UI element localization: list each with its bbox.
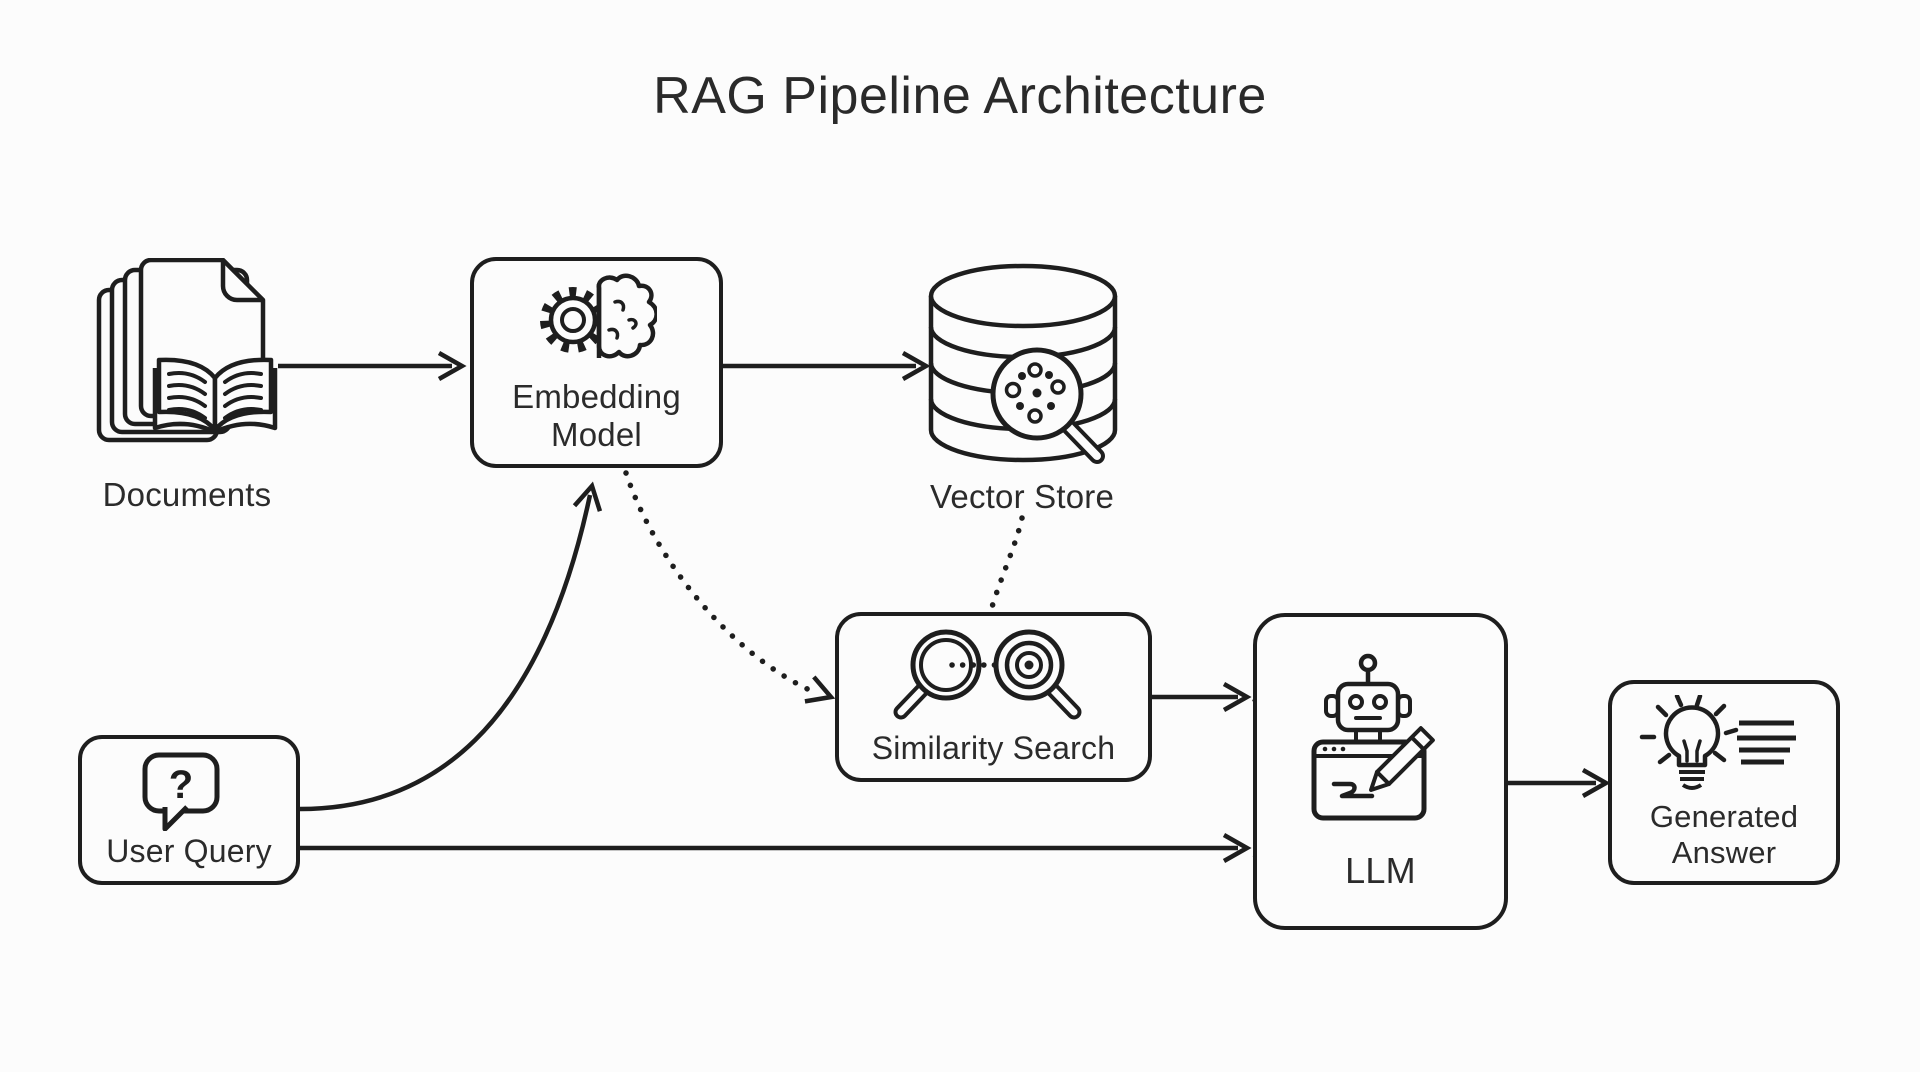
arrowhead-icon (1222, 682, 1252, 712)
magnifier (990, 347, 1105, 464)
arrowhead-icon (1222, 833, 1252, 863)
edge-userquery-embedding (299, 494, 593, 812)
brain-detail (606, 327, 619, 340)
arrowhead-icon (572, 481, 603, 512)
database-search-icon (928, 263, 1118, 464)
generated-answer-label: Generated Answer (1649, 799, 1799, 870)
bubble-tail (162, 804, 189, 831)
lightbulb-text-icon (1639, 695, 1796, 791)
filament (1682, 739, 1702, 763)
arrowhead-icon (804, 675, 836, 704)
brain-outline (596, 273, 657, 359)
node-similarity-search: Similarity Search (835, 612, 1152, 782)
lightbulb (1663, 705, 1721, 791)
node-generated-answer: Generated Answer (1608, 680, 1840, 885)
node-vector-store (925, 256, 1125, 471)
user-query-label: User Query (106, 832, 272, 869)
brain-detail (626, 317, 638, 330)
page-fold (220, 260, 263, 303)
node-documents (95, 258, 290, 448)
robot-eye (1347, 693, 1364, 710)
similarity-search-label: Similarity Search (871, 729, 1116, 766)
page-title: RAG Pipeline Architecture (653, 67, 1267, 125)
document-stack-book-icon (96, 258, 278, 443)
node-user-query: ? User Query (78, 735, 300, 885)
question-speech-bubble-icon: ? (142, 752, 220, 831)
arrowhead-icon (1581, 768, 1611, 798)
documents-label: Documents (102, 476, 272, 513)
brain-detail (612, 299, 625, 312)
gear-body (548, 295, 597, 345)
robot-eye (1371, 693, 1388, 710)
text-lines (1737, 720, 1796, 765)
arrowhead-icon (901, 351, 931, 381)
robot-head (1323, 653, 1412, 742)
node-llm: LLM (1253, 613, 1508, 930)
book-text-lines (167, 371, 263, 420)
vector-store-label: Vector Store (930, 478, 1114, 515)
embedding-model-label: Embedding Model (512, 377, 681, 453)
target-magnifier (993, 629, 1081, 720)
edge-vectorstore-similarity (989, 515, 1025, 610)
magnifier-target-icon (893, 629, 1081, 720)
pencil (1368, 726, 1435, 792)
question-mark-glyph: ? (169, 763, 193, 807)
arrowhead-icon (437, 351, 467, 381)
signature-squiggle (1331, 781, 1374, 799)
vector-dots (1004, 362, 1066, 424)
lightbulb-rays (1639, 695, 1739, 765)
magnifier-lens (893, 629, 981, 720)
llm-label: LLM (1345, 849, 1416, 891)
robot-writing-icon (1311, 653, 1435, 821)
node-embedding-model: Embedding Model (470, 257, 723, 468)
gear-brain-icon (539, 273, 657, 359)
edge-embedding-similarity (623, 470, 819, 696)
